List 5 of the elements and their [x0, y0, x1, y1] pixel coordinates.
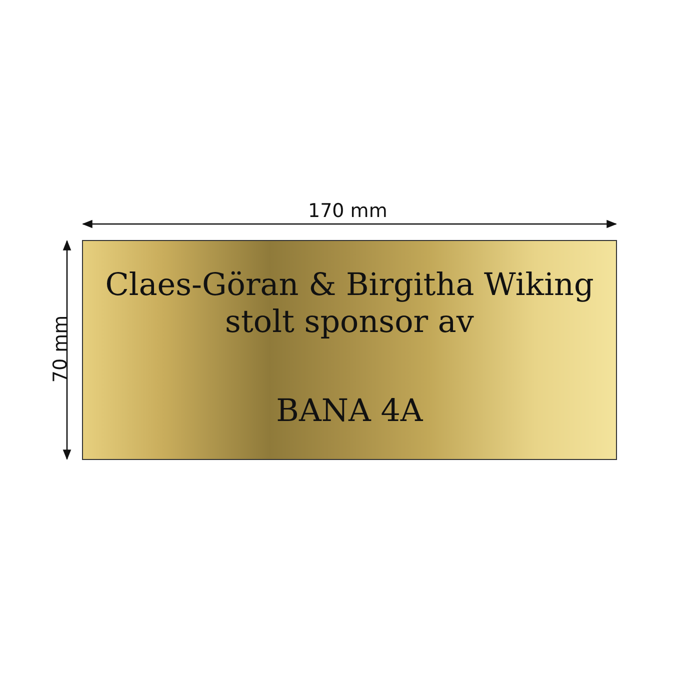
- name-plate: [82, 240, 617, 460]
- plate-inscription: Claes-Göran & Birgitha Wiking stolt sponsor av: [104, 267, 595, 341]
- dimension-label: 170 mm: [308, 200, 388, 222]
- dimension-label: 70 mm: [50, 315, 72, 383]
- plate-title: BANA 4A: [275, 393, 424, 430]
